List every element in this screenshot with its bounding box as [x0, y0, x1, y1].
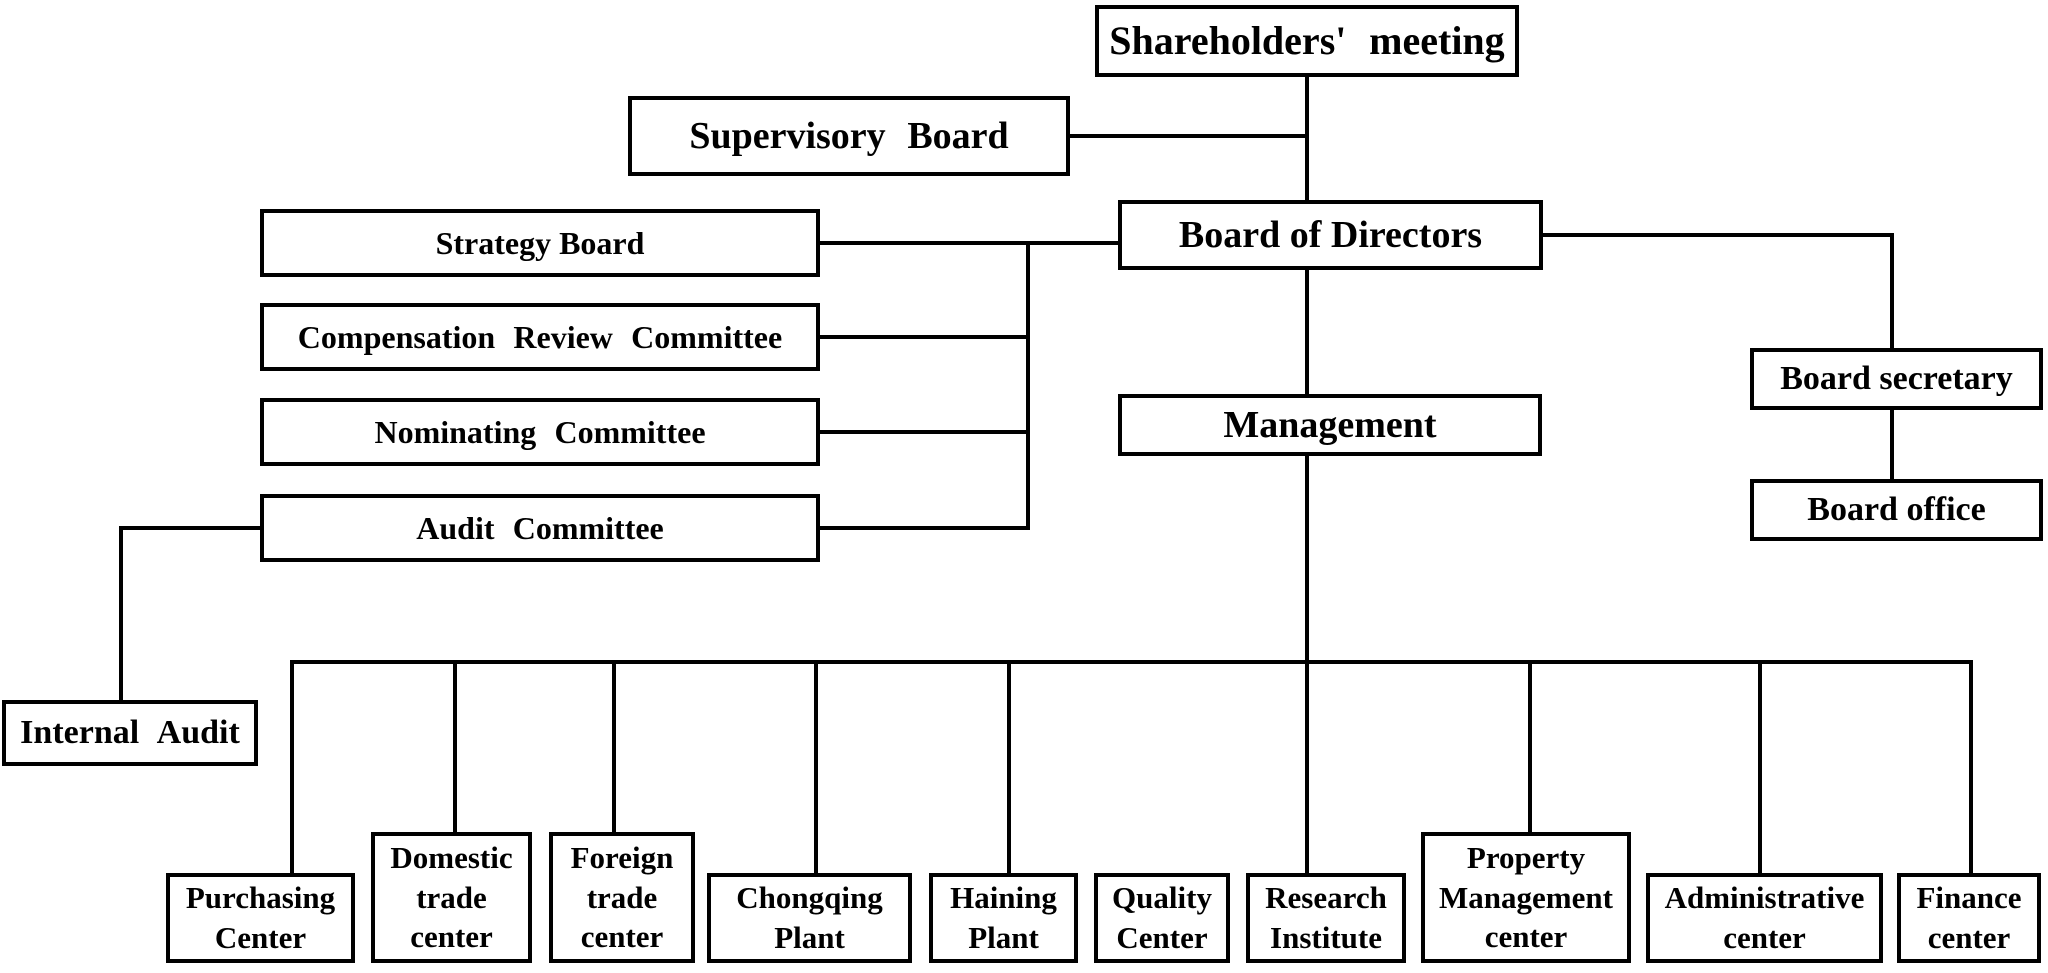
- node-foreign-trade-center: Foreign trade center: [549, 832, 695, 963]
- connector-audit-internal-h: [119, 526, 260, 530]
- drop-domestic: [453, 662, 457, 832]
- drop-foreign: [612, 662, 616, 832]
- connector-bod-secretary-v: [1890, 233, 1894, 348]
- connector-bod-management: [1305, 270, 1309, 398]
- connector-audit-spine: [820, 526, 1030, 530]
- node-audit-committee: Audit Committee: [260, 494, 820, 562]
- node-quality-center: Quality Center: [1094, 873, 1230, 963]
- connector-compensation-spine: [820, 335, 1030, 339]
- node-research-institute: Research Institute: [1246, 873, 1406, 963]
- node-management: Management: [1118, 394, 1542, 456]
- node-compensation-review-committee: Compensation Review Committee: [260, 303, 820, 371]
- connector-bus-research: [1305, 662, 1309, 873]
- connector-strategy-bod: [820, 241, 1118, 245]
- drop-purchasing: [290, 662, 294, 873]
- connector-shareholders-bod: [1305, 77, 1309, 204]
- node-strategy-board: Strategy Board: [260, 209, 820, 277]
- committee-spine: [1026, 241, 1030, 530]
- connector-management-bus: [1305, 456, 1309, 666]
- node-finance-center: Finance center: [1897, 873, 2041, 963]
- node-board-office: Board office: [1750, 479, 2043, 541]
- connector-nominating-spine: [820, 430, 1030, 434]
- drop-chongqing: [814, 662, 818, 873]
- node-shareholders-meeting: Shareholders' meeting: [1095, 5, 1519, 77]
- node-board-of-directors: Board of Directors: [1118, 200, 1543, 270]
- connector-audit-internal-v: [119, 526, 123, 700]
- node-board-secretary: Board secretary: [1750, 348, 2043, 410]
- connector-secretary-office: [1890, 410, 1894, 479]
- drop-property: [1528, 662, 1532, 832]
- node-administrative-center: Administrative center: [1646, 873, 1883, 963]
- node-property-management-center: Property Management center: [1421, 832, 1631, 963]
- node-internal-audit: Internal Audit: [2, 700, 258, 766]
- node-nominating-committee: Nominating Committee: [260, 398, 820, 466]
- drop-haining: [1007, 662, 1011, 873]
- node-purchasing-center: Purchasing Center: [166, 873, 355, 963]
- connector-bod-secretary-h: [1543, 233, 1894, 237]
- node-domestic-trade-center: Domestic trade center: [371, 832, 532, 963]
- connector-supervisory-axis: [1070, 134, 1309, 138]
- connector-bus: [290, 660, 1973, 664]
- node-chongqing-plant: Chongqing Plant: [707, 873, 912, 963]
- drop-finance: [1969, 662, 1973, 873]
- drop-administrative: [1758, 662, 1762, 873]
- node-haining-plant: Haining Plant: [929, 873, 1078, 963]
- node-supervisory-board: Supervisory Board: [628, 96, 1070, 176]
